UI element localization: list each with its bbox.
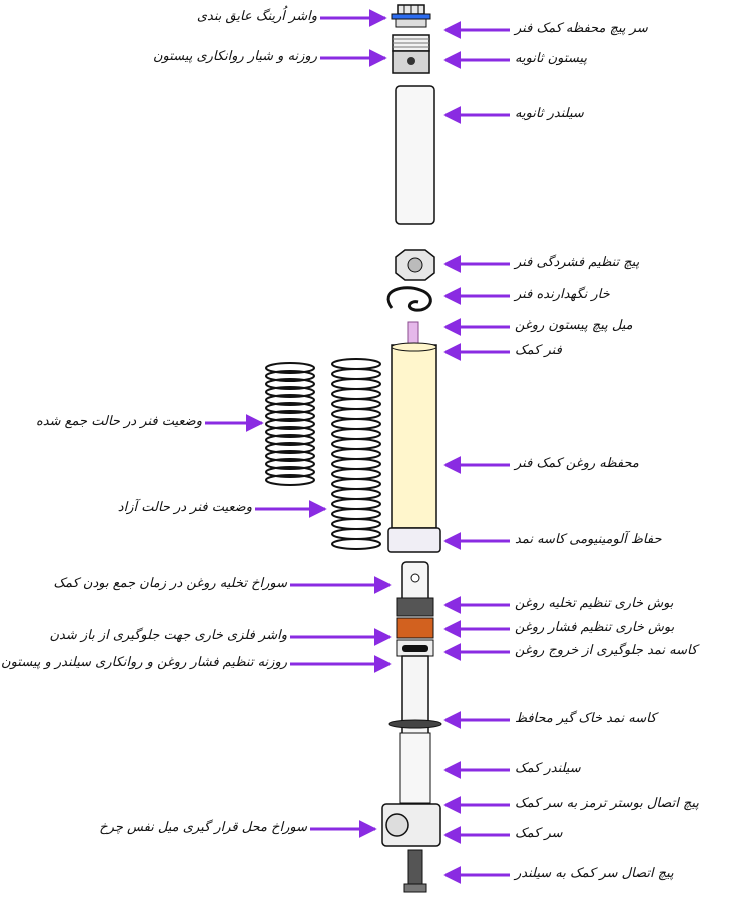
label-booster-bolt: پیچ اتصال بوستر ترمز به سر کمک	[515, 796, 699, 811]
label-shock-cap: سر کمک	[515, 826, 563, 841]
arrows-right	[443, 21, 510, 884]
label-pressure-port: روزنه تنظیم فشار روغن و روانکاری سیلندر …	[1, 655, 287, 670]
oil-chamber-part	[387, 342, 441, 553]
label-bushing-drain: بوش خاری تنظیم تخلیه روغن	[515, 596, 674, 611]
label-seal-guard: حفاظ آلومینیومی کاسه نمد	[515, 532, 662, 547]
shock-cap-part	[381, 803, 441, 893]
circlip-part	[386, 286, 432, 312]
label-oil-seal: کاسه نمد جلوگیری از خروج روغن	[515, 643, 698, 658]
label-oring: واشر اُرینگ عایق بندی	[196, 9, 317, 24]
adjust-nut-part	[395, 249, 435, 281]
free-spring-part	[331, 358, 381, 550]
label-lube-groove: روزنه و شیار روانکاری پیستون	[153, 49, 317, 64]
arrows-left	[205, 9, 392, 838]
label-circlip: خار نگهدارنده فنر	[515, 287, 610, 302]
label-drain-hole: سوراخ تخلیه روغن در زمان جمع بودن کمک	[53, 576, 287, 591]
compressed-spring-part	[265, 362, 315, 486]
label-lock-washer: واشر فلزی خاری جهت جلوگیری از باز شدن	[49, 628, 287, 643]
label-shock-cylinder: سیلندر کمک	[515, 761, 581, 776]
label-spring-free: وضعیت فنر در حالت آزاد	[117, 500, 252, 515]
threaded-rod-part	[407, 321, 419, 345]
label-adjust-nut: پیچ تنظیم فشردگی فنر	[515, 255, 640, 270]
label-threaded-rod: میل پیچ پیستون روغن	[515, 318, 633, 333]
label-top-cap: سر پیچ محفظه کمک فنر	[515, 21, 648, 36]
secondary-cylinder-part	[395, 85, 435, 225]
label-oil-chamber: محفظه روغن کمک فنر	[515, 456, 639, 471]
label-axle-hole: سوراخ محل قرار گیری میل نفس چرخ	[99, 820, 307, 835]
label-secondary-piston: پیستون ثانویه	[515, 51, 587, 66]
label-spring-compressed: وضعیت فنر در حالت جمع شده	[35, 414, 202, 429]
secondary-piston-part	[392, 34, 430, 74]
label-secondary-cylinder: سیلندر ثانویه	[515, 106, 584, 121]
label-dust-seal: کاسه نمد خاک گیر محافظ	[515, 711, 657, 726]
label-spring: فنر کمک	[515, 343, 562, 358]
label-bushing-pressure: بوش خاری تنظیم فشار روغن	[515, 620, 675, 635]
label-cap-bolt: پیچ اتصال سر کمک به سیلندر	[515, 866, 674, 881]
top-cap-part	[391, 4, 431, 28]
main-cylinder-part	[388, 561, 442, 805]
